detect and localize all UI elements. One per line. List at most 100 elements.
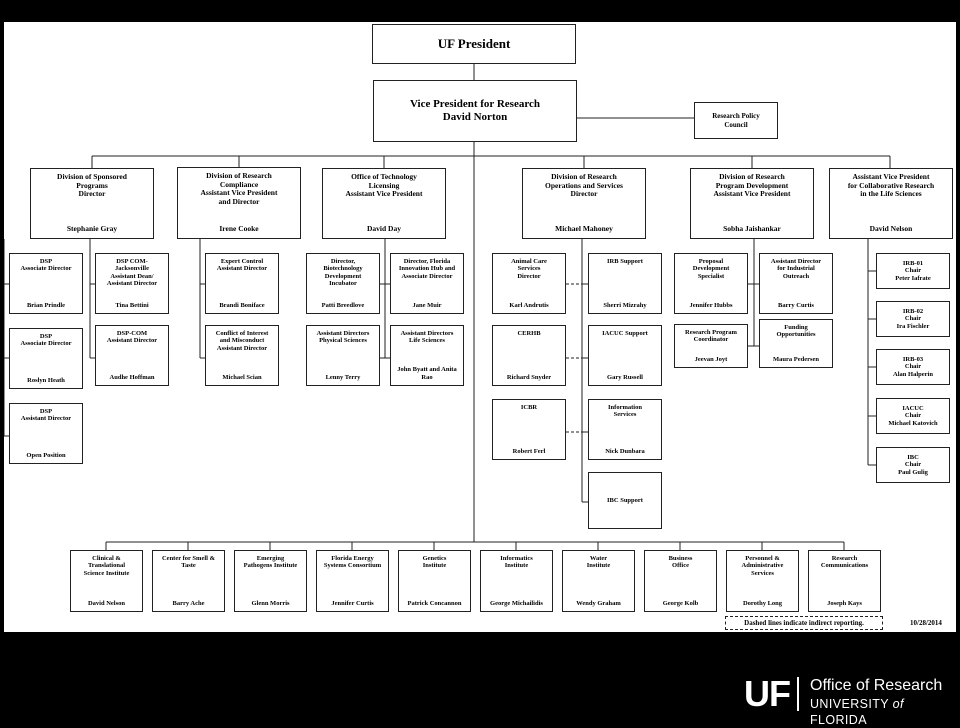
- office-of-research-label: Office of Research: [810, 677, 943, 694]
- staff-person: Richard Snyder: [506, 373, 552, 381]
- institute-person: Jennifer Curtis: [331, 599, 374, 607]
- committee-person: Paul Gulig: [898, 468, 928, 476]
- institute-box: Informatics Institute George Michailidis: [480, 550, 553, 612]
- staff-box: Expert Control Assistant Director Brandi…: [205, 253, 279, 314]
- staff-title: DSP Associate Director: [20, 258, 72, 273]
- institute-box: Emerging Pathogens Institute Glenn Morri…: [234, 550, 307, 612]
- university-prefix: UNIVERSITY: [810, 697, 893, 711]
- institute-person: Joseph Kays: [827, 599, 862, 607]
- staff-box: Director, Florida Innovation Hub and Ass…: [390, 253, 464, 314]
- institute-person: Glenn Morris: [251, 599, 290, 607]
- org-chart: UF President Vice President for Research…: [4, 22, 956, 632]
- staff-person: Open Position: [26, 451, 66, 459]
- uf-president-label: UF President: [437, 35, 511, 51]
- institute-box: Water Institute Wendy Graham: [562, 550, 635, 612]
- staff-title: Proposal Development Specialist: [692, 258, 730, 280]
- vp-research-box: Vice President for Research David Norton: [373, 80, 577, 142]
- institute-title: Research Communications: [820, 555, 869, 570]
- institute-person: Barry Ache: [172, 599, 205, 607]
- uf-logo: UF: [744, 673, 791, 714]
- staff-box: Information Services Nick Dunbara: [588, 399, 662, 460]
- staff-title: DSP-COM Assistant Director: [106, 330, 158, 345]
- division-title: Assistant Vice President for Collaborati…: [847, 172, 935, 199]
- institute-box: Center for Smell & Taste Barry Ache: [152, 550, 225, 612]
- staff-box: Research Program Coordinator Jeevan Joyt: [674, 324, 748, 368]
- institute-box: Personnel & Administrative Services Doro…: [726, 550, 799, 612]
- staff-title: Director, Florida Innovation Hub and Ass…: [398, 258, 456, 280]
- staff-title: Information Services: [608, 404, 642, 419]
- staff-person: Jeevan Joyt: [694, 355, 728, 363]
- staff-person: Jennifer Hubbs: [689, 301, 733, 309]
- chart-date: 10/28/2014: [910, 619, 942, 627]
- institute-box: Research Communications Joseph Kays: [808, 550, 881, 612]
- committee-person: Ira Fischler: [896, 322, 930, 330]
- staff-box: Assistant Director for Industrial Outrea…: [759, 253, 833, 314]
- division-person: David Day: [367, 224, 401, 234]
- division-person: Michael Mahoney: [555, 224, 613, 234]
- staff-person: Barry Curtis: [778, 301, 814, 309]
- division-title: Division of Research Program Development…: [713, 172, 791, 199]
- staff-person: Nick Dunbara: [605, 447, 645, 455]
- division-title: Office of Technology Licensing Assistant…: [345, 172, 423, 199]
- division-person: David Nelson: [869, 224, 913, 234]
- institute-title: Clinical & Translational Science Institu…: [83, 555, 130, 577]
- staff-person: Audhe Hoffman: [109, 373, 155, 381]
- institute-title: Personnel & Administrative Services: [741, 555, 784, 577]
- institute-box: Clinical & Translational Science Institu…: [70, 550, 143, 612]
- institute-box: Business Office George Kolb: [644, 550, 717, 612]
- staff-title: IBC Support: [607, 496, 643, 504]
- staff-person: Michael Scian: [222, 373, 262, 381]
- staff-box: IACUC Support Gary Russell: [588, 325, 662, 386]
- staff-title: IRB Support: [607, 258, 643, 265]
- vp-person: David Norton: [442, 111, 508, 123]
- institute-title: Genetics Institute: [422, 555, 447, 570]
- institute-title: Center for Smell & Taste: [161, 555, 215, 570]
- division-box: Division of Sponsored Programs Director …: [30, 168, 154, 239]
- committee-title: IACUC Chair: [902, 404, 924, 420]
- staff-box: DSP-COM Assistant Director Audhe Hoffman: [95, 325, 169, 386]
- committee-person: Alan Halperin: [893, 370, 933, 378]
- connector-lines: [4, 64, 891, 550]
- staff-title: ICBR: [520, 404, 538, 411]
- staff-person: Sherri Mizrahy: [603, 301, 647, 309]
- staff-box: DSP Associate Director Roslyn Heath: [9, 328, 83, 389]
- committee-box: IRB-03 Chair Alan Halperin: [876, 349, 950, 385]
- staff-person: Karl Andrutis: [509, 301, 549, 309]
- institute-person: George Michailidis: [490, 599, 543, 607]
- committee-box: IRB-02 Chair Ira Fischler: [876, 301, 950, 337]
- staff-person: Maura Pedersen: [772, 355, 820, 363]
- institute-title: Informatics Institute: [500, 555, 533, 570]
- staff-person: John Byatt and Anita Rao: [397, 366, 457, 381]
- staff-title: Assistant Directors Physical Sciences: [316, 330, 370, 345]
- committee-box: IACUC Chair Michael Katovich: [876, 398, 950, 434]
- committee-title: IRB-03 Chair: [902, 355, 924, 371]
- staff-box: Assistant Directors Life Sciences John B…: [390, 325, 464, 386]
- committee-person: Michael Katovich: [888, 419, 938, 427]
- staff-person: Tina Bettini: [115, 301, 149, 309]
- university-of: of: [892, 697, 904, 711]
- staff-box: Conflict of Interest and Misconduct Assi…: [205, 325, 279, 386]
- institute-person: David Nelson: [87, 599, 126, 607]
- university-of-florida-label: UNIVERSITY of FLORIDA: [810, 696, 960, 728]
- staff-title: Assistant Director for Industrial Outrea…: [770, 258, 822, 280]
- staff-person: Lenny Terry: [325, 373, 361, 381]
- institute-title: Florida Energy Systems Consortium: [323, 555, 382, 570]
- staff-title: Conflict of Interest and Misconduct Assi…: [215, 330, 269, 352]
- staff-person: Gary Russell: [607, 373, 643, 381]
- staff-title: DSP Assistant Director: [20, 408, 72, 423]
- division-box: Office of Technology Licensing Assistant…: [322, 168, 446, 239]
- uf-president-box: UF President: [372, 24, 576, 64]
- staff-title: Animal Care Services Director: [511, 258, 547, 280]
- staff-box: Funding Opportunities Maura Pedersen: [759, 319, 833, 368]
- committee-person: Peter Iafrate: [895, 274, 931, 282]
- institute-title: Water Institute: [586, 555, 611, 570]
- staff-box: Director, Biotechnology Development Incu…: [306, 253, 380, 314]
- committee-title: IRB-01 Chair: [902, 259, 924, 275]
- university-suffix: FLORIDA: [810, 713, 867, 727]
- division-person: Sobha Jaishankar: [723, 224, 781, 234]
- staff-person: Brian Prindle: [26, 301, 66, 309]
- staff-box: DSP Associate Director Brian Prindle: [9, 253, 83, 314]
- research-policy-council-box: Research Policy Council: [694, 102, 778, 139]
- staff-box: CERHB Richard Snyder: [492, 325, 566, 386]
- staff-person: Robert Ferl: [512, 447, 546, 455]
